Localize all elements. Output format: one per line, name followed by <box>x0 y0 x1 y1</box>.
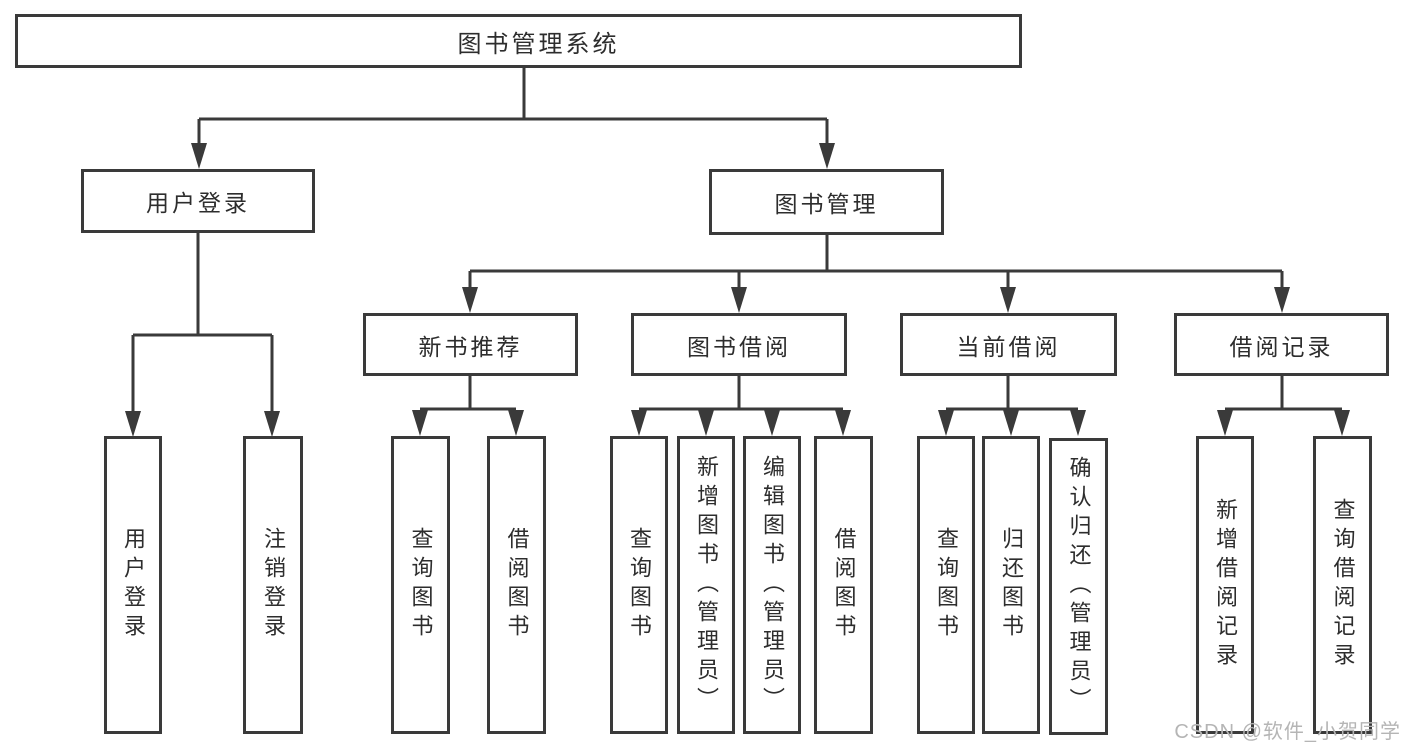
node-book-borrowing: 图书借阅 <box>631 313 847 376</box>
node-current-borrowing-label: 当前借阅 <box>956 333 1061 360</box>
leaf-borrow-books-recommend: 借阅图书 <box>487 436 546 734</box>
leaf-edit-book-admin: 编辑图书（管理员） <box>743 436 801 734</box>
leaf-query-books-borrowing: 查询图书 <box>610 436 668 734</box>
node-new-book-recommend-label: 新书推荐 <box>418 333 523 360</box>
csdn-watermark: CSDN @软件_小贺同学 <box>1174 721 1401 743</box>
leaf-query-books-recommend: 查询图书 <box>391 436 450 734</box>
node-borrowing-records-label: 借阅记录 <box>1229 333 1334 360</box>
leaf-edit-book-admin-label: 编辑图书（管理员） <box>760 454 785 716</box>
node-book-management: 图书管理 <box>709 169 944 235</box>
leaf-query-books-recommend-label: 查询图书 <box>408 527 434 643</box>
leaf-user-login: 用户登录 <box>104 436 162 734</box>
node-book-management-label: 图书管理 <box>774 191 879 217</box>
leaf-add-book-admin-label: 新增图书（管理员） <box>694 454 719 716</box>
node-new-book-recommend: 新书推荐 <box>363 313 578 376</box>
node-borrowing-records: 借阅记录 <box>1174 313 1389 376</box>
node-library-system: 图书管理系统 <box>15 14 1022 68</box>
leaf-borrow-books-label: 借阅图书 <box>831 527 857 643</box>
leaf-logout-label: 注销登录 <box>261 527 286 643</box>
leaf-add-borrow-record-label: 新增借阅记录 <box>1213 498 1238 672</box>
leaf-add-borrow-record: 新增借阅记录 <box>1196 436 1254 734</box>
leaf-confirm-return-admin-label: 确认归还（管理员） <box>1066 456 1092 717</box>
leaf-return-books: 归还图书 <box>982 436 1040 734</box>
leaf-query-borrow-record-label: 查询借阅记录 <box>1330 498 1356 672</box>
node-library-system-label: 图书管理系统 <box>457 30 620 58</box>
leaf-user-login-label: 用户登录 <box>121 527 146 643</box>
leaf-logout: 注销登录 <box>243 436 303 734</box>
leaf-borrow-books-recommend-label: 借阅图书 <box>504 527 530 643</box>
leaf-confirm-return-admin: 确认归还（管理员） <box>1049 438 1108 735</box>
node-user-login-label: 用户登录 <box>146 190 250 216</box>
leaf-borrow-books: 借阅图书 <box>814 436 873 734</box>
leaf-query-borrow-record: 查询借阅记录 <box>1313 436 1372 734</box>
node-current-borrowing: 当前借阅 <box>900 313 1117 376</box>
node-user-login: 用户登录 <box>81 169 315 233</box>
leaf-return-books-label: 归还图书 <box>999 527 1024 643</box>
leaf-query-books-current: 查询图书 <box>917 436 975 734</box>
node-book-borrowing-label: 图书借阅 <box>687 333 791 360</box>
leaf-query-books-borrowing-label: 查询图书 <box>627 527 652 643</box>
leaf-query-books-current-label: 查询图书 <box>934 527 959 643</box>
leaf-add-book-admin: 新增图书（管理员） <box>677 436 735 734</box>
